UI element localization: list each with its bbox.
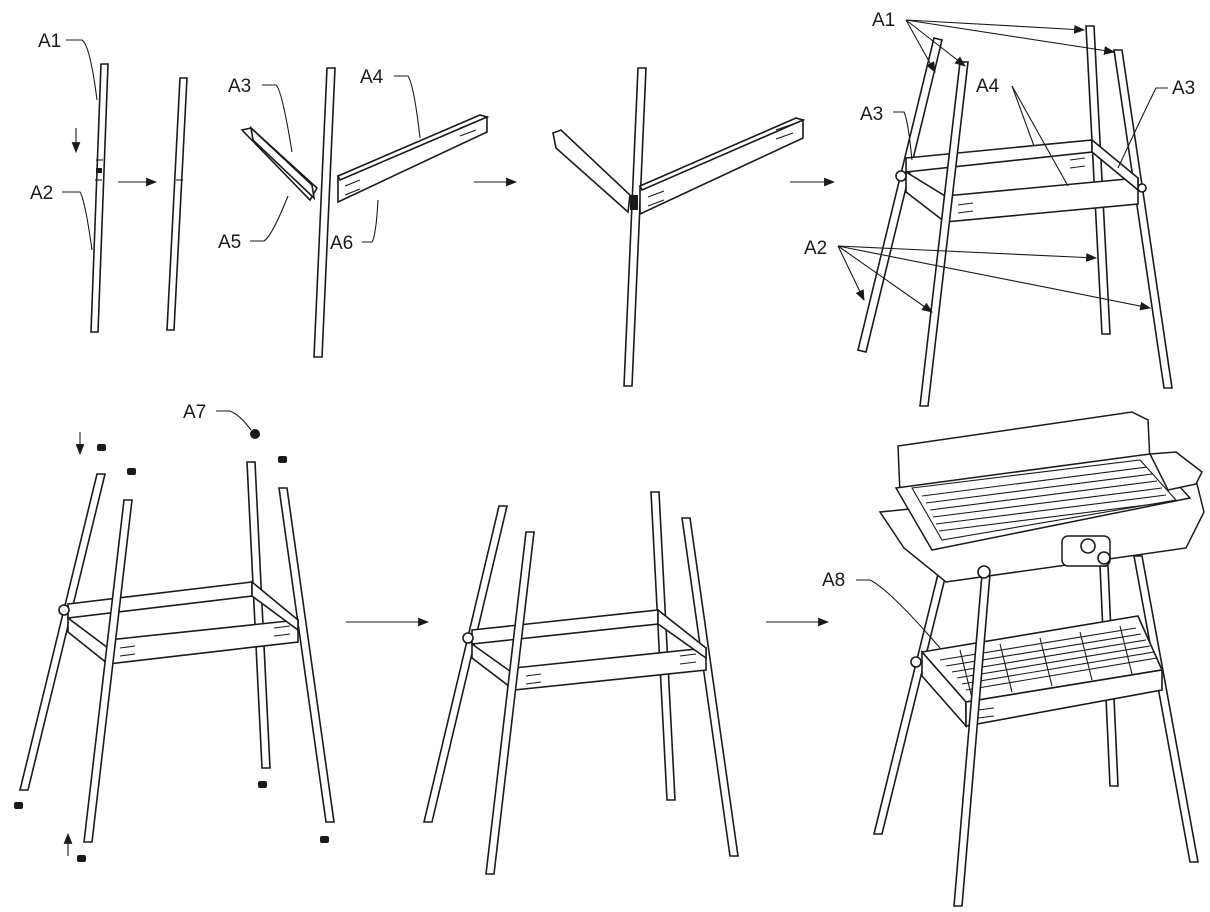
label-a1-step5: A1 xyxy=(872,10,895,31)
step7-stand xyxy=(422,491,739,875)
label-a7: A7 xyxy=(183,402,206,423)
label-a3-step5-left: A3 xyxy=(860,104,883,125)
step2-joined-leg xyxy=(166,77,188,331)
label-a6-step3: A6 xyxy=(330,233,353,254)
step6-feet-caps: A7 xyxy=(14,402,335,862)
label-a3-step5-right: A3 xyxy=(1172,78,1195,99)
label-a2-step5: A2 xyxy=(804,238,827,259)
label-a2-step1: A2 xyxy=(30,183,53,204)
label-a5-step3: A5 xyxy=(218,232,241,253)
step5-frame-assembly: A1 A3 A3 A4 A2 xyxy=(804,10,1195,407)
grill-grate xyxy=(911,459,1178,541)
label-a1-step1: A1 xyxy=(38,31,61,52)
step4-assembled-leg xyxy=(552,67,806,387)
label-a4-step5: A4 xyxy=(976,76,1000,97)
label-a4-step3: A4 xyxy=(360,67,384,88)
lower-grid xyxy=(939,625,1158,699)
step1-leg-parts: A1 A2 xyxy=(30,31,109,333)
label-a3-step3: A3 xyxy=(228,76,251,97)
label-a8: A8 xyxy=(822,570,845,591)
step3-leg-with-panels: A3 A4 A5 A6 xyxy=(218,67,490,358)
